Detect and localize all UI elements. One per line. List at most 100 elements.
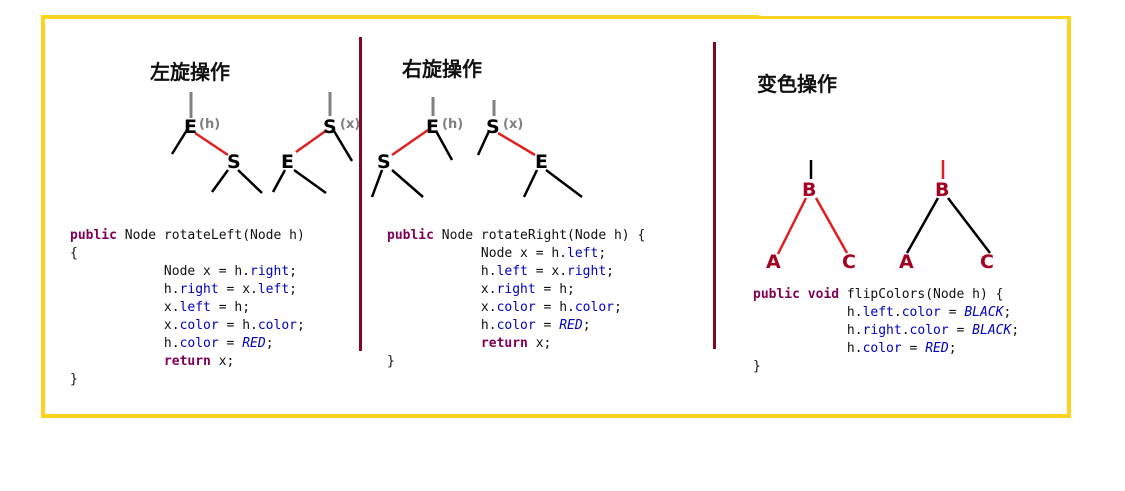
code-token: h.: [753, 323, 863, 338]
code-token: = x.: [218, 282, 258, 297]
code-token: h.: [387, 264, 497, 279]
code-token: color: [862, 341, 902, 356]
code-line: }: [753, 358, 1019, 376]
code-token: color: [909, 323, 949, 338]
rl-before-node-top: E: [184, 116, 197, 138]
code-token: = h;: [210, 300, 251, 315]
code-token: Node x = h.: [387, 246, 568, 261]
rr-before-node-top: E: [426, 116, 439, 138]
code-line: Node x = h.right;: [70, 263, 305, 281]
code-token: BLACK: [972, 323, 1012, 338]
rotate-right-before-tree: E (h) S: [370, 97, 463, 198]
code-token: left: [567, 246, 599, 261]
code-line: x.left = h;: [70, 299, 305, 317]
code-token: right: [567, 264, 607, 279]
rr-before-node-child: S: [377, 151, 391, 173]
code-line: h.left.color = BLACK;: [753, 304, 1019, 322]
code-token: {: [70, 246, 78, 261]
code-token: }: [387, 354, 395, 369]
code-token: void: [807, 287, 840, 302]
code-token: ;: [289, 264, 297, 279]
code-line: h.color = RED;: [387, 317, 645, 335]
code-token: color: [179, 318, 219, 333]
section-divider-1: [359, 37, 362, 351]
section-divider-2: [713, 42, 716, 349]
code-line: Node x = h.left;: [387, 245, 645, 263]
code-token: color: [179, 336, 219, 351]
code-token: = h.: [535, 300, 575, 315]
code-line: h.right = x.left;: [70, 281, 305, 299]
code-token: public: [70, 228, 117, 243]
code-token: Node x = h.: [70, 264, 251, 279]
code-token: }: [70, 372, 78, 387]
code-token: Node rotateRight(Node h) {: [433, 228, 646, 243]
code-token: ;: [289, 282, 297, 297]
code-line: h.color = RED;: [753, 340, 1019, 358]
rl-after-node-tag: (x): [340, 117, 360, 132]
code-token: x;: [527, 336, 552, 351]
rl-before-node-tag: (h): [199, 117, 220, 132]
fc-before-node-parent: B: [802, 179, 816, 201]
code-token: [70, 354, 164, 369]
rr-after-node-top: S: [486, 116, 500, 138]
code-token: color: [496, 300, 536, 315]
code-line: public Node rotateLeft(Node h): [70, 227, 305, 245]
code-token: h.: [753, 341, 863, 356]
frame-border-bottom: [41, 414, 1071, 418]
code-token: = h;: [535, 282, 575, 297]
code-line: public void flipColors(Node h) {: [753, 286, 1019, 304]
code-token: ;: [265, 336, 274, 351]
fc-before-node-left: A: [766, 251, 781, 273]
frame-border-left: [41, 15, 45, 418]
code-token: color: [257, 318, 297, 333]
code-token: =: [940, 305, 965, 320]
code-line: }: [387, 353, 645, 371]
fc-before-node-right: C: [842, 251, 856, 273]
code-token: ;: [614, 300, 622, 315]
code-token: right: [496, 282, 536, 297]
code-token: h.: [70, 336, 180, 351]
code-token: ;: [297, 318, 305, 333]
code-token: =: [948, 323, 973, 338]
rotate-left-after-tree: S (x) E: [271, 92, 360, 195]
code-token: ;: [598, 246, 607, 261]
code-token: ;: [948, 341, 957, 356]
code-token: = h.: [218, 318, 258, 333]
code-line: x.right = h;: [387, 281, 645, 299]
code-token: RED: [925, 341, 949, 356]
rotate-right-title: 右旋操作: [402, 57, 482, 81]
rl-after-node-top: S: [323, 116, 337, 138]
code-token: color: [574, 300, 614, 315]
code-token: h.: [387, 318, 497, 333]
code-token: =: [901, 341, 926, 356]
code-token: x.: [387, 282, 497, 297]
code-token: right: [862, 323, 902, 338]
code-token: = x.: [527, 264, 568, 279]
rr-before-node-tag: (h): [442, 117, 463, 132]
code-token: .: [901, 323, 910, 338]
code-token: x;: [210, 354, 235, 369]
code-token: x.: [70, 300, 180, 315]
code-token: color: [496, 318, 536, 333]
rotate-left-before-tree: E (h) S: [170, 92, 263, 194]
code-line: h.left = x.right;: [387, 263, 645, 281]
code-token: right: [179, 282, 219, 297]
code-token: h.: [70, 282, 180, 297]
frame-border-top-right: [757, 16, 1071, 19]
rl-after-node-child: E: [281, 151, 294, 173]
code-line: h.color = RED;: [70, 335, 305, 353]
code-token: .: [893, 305, 902, 320]
rotate-left-code: public Node rotateLeft(Node h){ Node x =…: [70, 227, 305, 389]
code-line: return x;: [70, 353, 305, 371]
code-token: RED: [559, 318, 583, 333]
flip-colors-before-tree: B A C: [766, 160, 856, 273]
code-line: h.right.color = BLACK;: [753, 322, 1019, 340]
code-line: {: [70, 245, 305, 263]
rotate-left-title: 左旋操作: [150, 60, 230, 84]
code-token: ;: [582, 318, 591, 333]
frame-border-top: [41, 15, 759, 19]
code-token: public: [387, 228, 434, 243]
fc-after-node-right: C: [980, 251, 994, 273]
